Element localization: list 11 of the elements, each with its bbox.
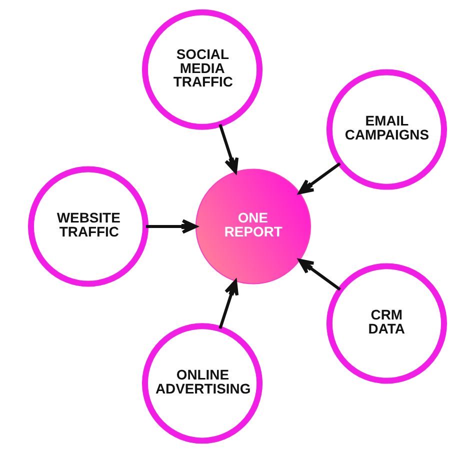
arrow	[218, 280, 238, 329]
arrow	[145, 219, 197, 234]
arrow	[298, 162, 340, 194]
arrow	[298, 258, 340, 291]
node-circle: SOCIAL MEDIA TRAFFIC	[142, 9, 262, 130]
node-circle: WEBSITE TRAFFIC	[28, 166, 148, 287]
arrow	[218, 124, 238, 174]
node-circle: ONLINE ADVERTISING	[142, 323, 262, 444]
node-circle: CRM DATA	[326, 263, 446, 384]
node-circle: ONE REPORT	[194, 168, 311, 284]
node-circle: EMAIL CAMPAIGNS	[326, 69, 446, 190]
